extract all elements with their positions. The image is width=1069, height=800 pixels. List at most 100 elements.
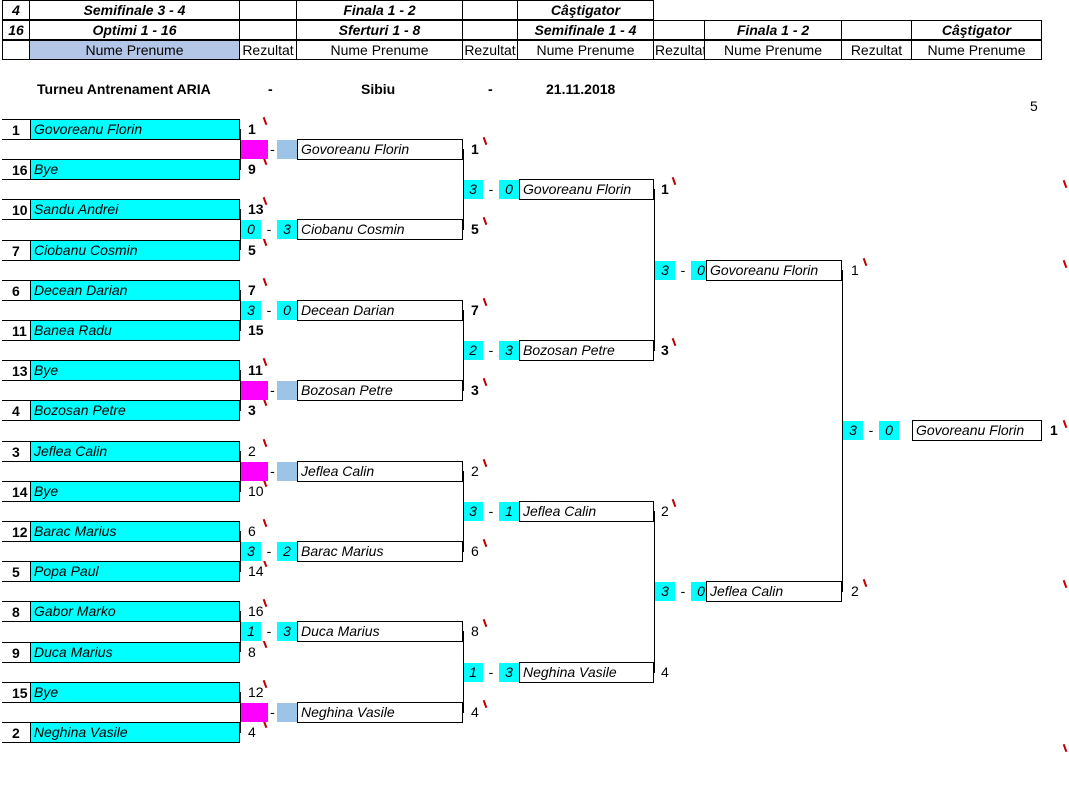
match-result: 2 <box>471 463 479 479</box>
score-right[interactable]: 1 <box>499 502 519 521</box>
score-right[interactable]: 3 <box>277 622 297 641</box>
winner-name[interactable]: Duca Marius <box>297 621 463 642</box>
comment-marker-icon <box>262 639 268 649</box>
winner-name[interactable]: Govoreanu Florin <box>706 260 842 281</box>
score-right[interactable]: 0 <box>499 180 519 199</box>
score-left[interactable]: 3 <box>463 180 483 199</box>
player-seed: 15 <box>2 682 30 703</box>
player-name-cell[interactable]: Banea Radu <box>30 320 240 341</box>
info-separator: - <box>488 81 493 97</box>
match-result: 2 <box>661 503 669 519</box>
score-left[interactable]: 1 <box>241 622 261 641</box>
score-left[interactable]: 3 <box>463 502 483 521</box>
player-name-cell[interactable]: Bye <box>30 481 240 502</box>
score-left[interactable]: 3 <box>241 301 261 320</box>
player-seed: 5 <box>2 561 30 582</box>
score-right[interactable]: 3 <box>499 663 519 682</box>
match-result: 4 <box>661 664 669 680</box>
player-name-cell[interactable]: Jeflea Calin <box>30 441 240 462</box>
score-left[interactable]: 0 <box>241 220 261 239</box>
score-left[interactable]: 3 <box>241 542 261 561</box>
score-separator: - <box>483 663 499 682</box>
comment-marker-icon <box>262 518 268 528</box>
winner-name[interactable]: Neghina Vasile <box>519 662 654 683</box>
header-result-col: Rezultat <box>654 40 705 60</box>
winner-name[interactable]: Jeflea Calin <box>706 581 842 602</box>
winner-name[interactable]: Neghina Vasile <box>297 702 463 723</box>
player-name-cell[interactable]: Govoreanu Florin <box>30 119 240 140</box>
score-left[interactable]: 3 <box>655 261 675 280</box>
tournament-city: Sibiu <box>361 81 396 97</box>
player-seed: 4 <box>2 400 30 421</box>
winner-name[interactable]: Govoreanu Florin <box>519 179 654 200</box>
player-name-cell[interactable]: Sandu Andrei <box>30 199 240 220</box>
bye-marker-2 <box>277 703 297 722</box>
header-winner-3-4: Câştigator <box>518 0 654 20</box>
player-name-cell[interactable]: Duca Marius <box>30 642 240 663</box>
player-seed: 8 <box>2 601 30 622</box>
bracket-line <box>240 531 241 572</box>
bye-marker <box>241 462 268 481</box>
header-name-col: Nume Prenume <box>705 40 842 60</box>
comment-marker-icon <box>482 538 488 548</box>
player-result: 11 <box>248 362 263 378</box>
player-name-cell[interactable]: Bye <box>30 360 240 381</box>
score-separator: - <box>268 140 277 159</box>
header-name-col-selected[interactable]: Nume Prenume <box>30 40 240 60</box>
player-name-cell[interactable]: Gabor Marko <box>30 601 240 622</box>
header-empty-cell <box>240 20 297 40</box>
player-name-cell[interactable]: Popa Paul <box>30 561 240 582</box>
player-seed: 12 <box>2 521 30 542</box>
player-result: 8 <box>248 644 256 660</box>
comment-marker-icon <box>482 297 488 307</box>
header-empty-cell <box>2 40 30 60</box>
score-separator: - <box>675 261 691 280</box>
player-name-cell[interactable]: Bye <box>30 682 240 703</box>
winner-name[interactable]: Ciobanu Cosmin <box>297 219 463 240</box>
winner-name[interactable]: Bozosan Petre <box>519 340 654 361</box>
header-final: Finala 1 - 2 <box>705 20 842 40</box>
winner-name[interactable]: Bozosan Petre <box>297 380 463 401</box>
player-name-cell[interactable]: Ciobanu Cosmin <box>30 240 240 261</box>
player-result: 10 <box>248 483 264 499</box>
comment-marker-icon <box>671 176 677 186</box>
header-result-col: Rezultat <box>240 40 297 60</box>
winner-name[interactable]: Jeflea Calin <box>519 501 654 522</box>
score-right[interactable]: 2 <box>277 542 297 561</box>
winner-name[interactable]: Govoreanu Florin <box>297 139 463 160</box>
score-left[interactable]: 3 <box>655 582 675 601</box>
comment-marker-icon <box>482 216 488 226</box>
player-result: 5 <box>248 242 256 258</box>
comment-marker-icon <box>262 438 268 448</box>
score-separator: - <box>483 180 499 199</box>
match-result: 1 <box>1050 422 1058 438</box>
bracket-line <box>654 189 655 351</box>
score-left[interactable]: 2 <box>463 341 483 360</box>
score-left[interactable]: 3 <box>843 421 863 440</box>
comment-marker-icon <box>262 357 268 367</box>
player-name-cell[interactable]: Barac Marius <box>30 521 240 542</box>
player-result: 2 <box>248 443 256 459</box>
bracket-line <box>240 290 241 331</box>
score-right[interactable]: 0 <box>277 301 297 320</box>
winner-name[interactable]: Decean Darian <box>297 300 463 321</box>
header-name-col: Nume Prenume <box>912 40 1042 60</box>
comment-marker-icon <box>262 237 268 247</box>
winner-name[interactable]: Govoreanu Florin <box>912 420 1042 441</box>
player-result: 3 <box>248 402 256 418</box>
bye-marker-2 <box>277 140 297 159</box>
player-name-cell[interactable]: Bozosan Petre <box>30 400 240 421</box>
bracket-line <box>463 149 464 230</box>
score-right[interactable]: 0 <box>879 421 899 440</box>
winner-name[interactable]: Barac Marius <box>297 541 463 562</box>
player-name-cell[interactable]: Bye <box>30 159 240 180</box>
score-separator: - <box>261 622 277 641</box>
player-name-cell[interactable]: Neghina Vasile <box>30 722 240 743</box>
comment-marker-icon <box>262 116 268 126</box>
score-right[interactable]: 3 <box>499 341 519 360</box>
player-name-cell[interactable]: Decean Darian <box>30 280 240 301</box>
winner-name[interactable]: Jeflea Calin <box>297 461 463 482</box>
bye-marker-2 <box>277 462 297 481</box>
score-left[interactable]: 1 <box>463 663 483 682</box>
score-right[interactable]: 3 <box>277 220 297 239</box>
